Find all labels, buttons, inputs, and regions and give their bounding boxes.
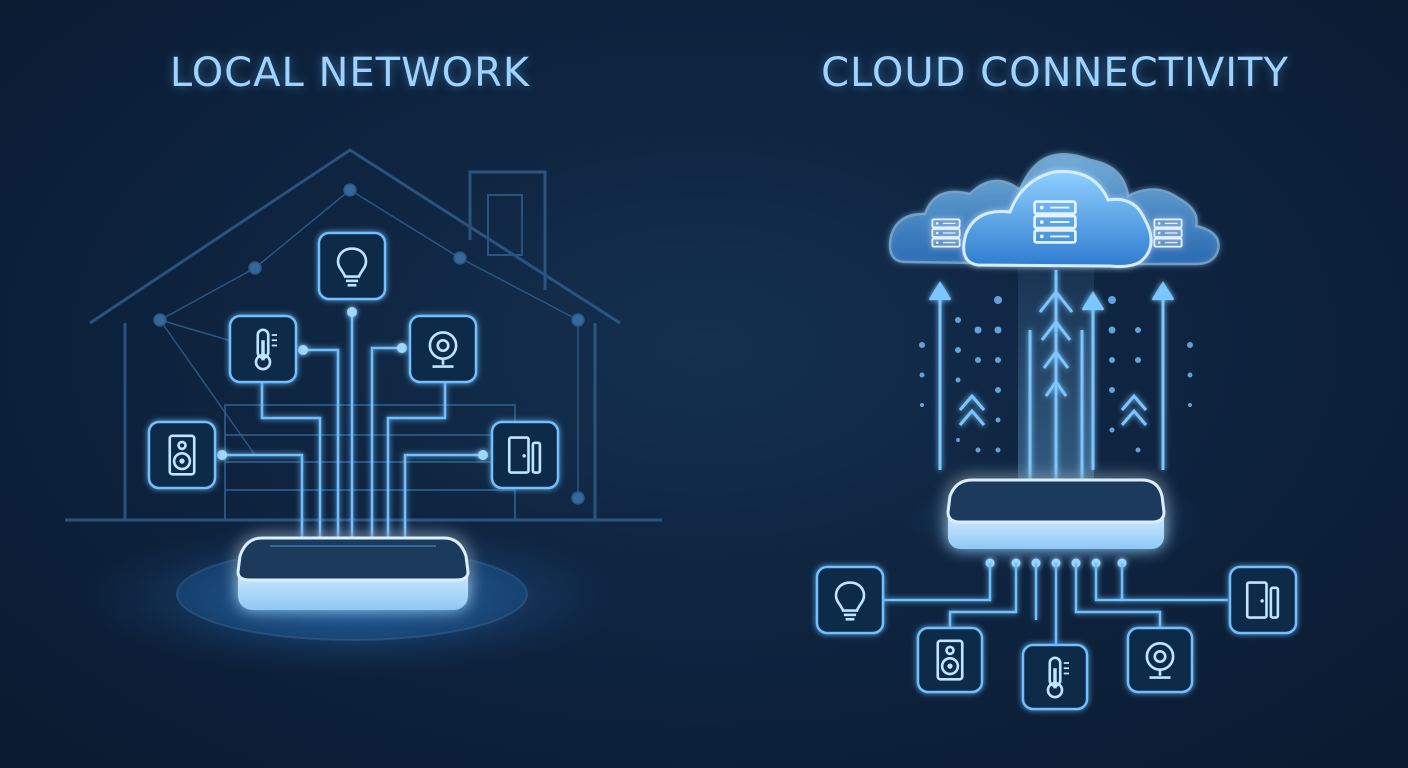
cloud-device-thermostat xyxy=(1021,643,1089,711)
cloud-server-icon xyxy=(888,153,1220,268)
local-device-thermostat xyxy=(228,314,298,384)
cloud-connectivity-title: CLOUD CONNECTIVITY xyxy=(821,50,1289,96)
data-particles xyxy=(919,296,1193,453)
local-device-speaker xyxy=(147,420,217,490)
cloud-device-camera xyxy=(1126,626,1194,694)
local-device-door-sensor xyxy=(490,420,560,490)
cloud-hub-device xyxy=(946,478,1166,549)
mesh-network xyxy=(153,183,585,505)
local-device-bulb xyxy=(317,231,387,301)
local-hub-device xyxy=(236,536,470,610)
local-device-camera xyxy=(408,314,478,384)
local-connection-nodes xyxy=(217,307,488,460)
local-network-title: LOCAL NETWORK xyxy=(169,50,531,96)
local-connection-lines xyxy=(218,312,485,542)
cloud-connection-lines xyxy=(884,563,1228,645)
upload-arrows xyxy=(928,270,1175,480)
cloud-device-speaker xyxy=(916,626,984,694)
cloud-device-bulb xyxy=(815,565,885,635)
cloud-device-door-sensor xyxy=(1228,565,1298,635)
